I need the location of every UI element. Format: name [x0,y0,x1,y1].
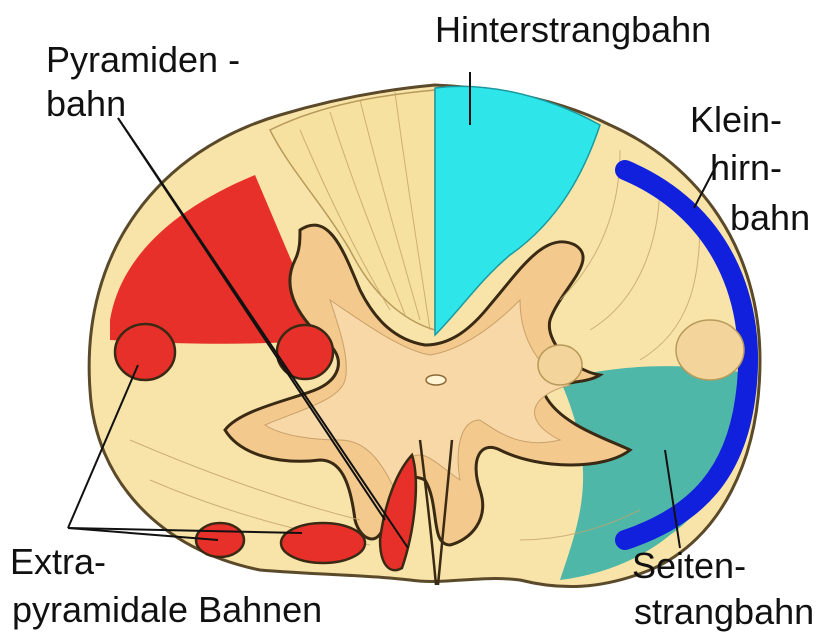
central-canal [426,375,446,385]
label-extrapyramidal-line1: Extra- [10,544,106,580]
label-cerebellar-tract-line1: Klein- [690,102,782,138]
label-posterior-column: Hinterstrangbahn [435,12,711,48]
label-pyramidal-tract-line2: bahn [46,86,126,122]
extrapyramidal-tract-anterior-2 [281,523,365,563]
label-cerebellar-tract-line2: hirn- [710,150,782,186]
label-lateral-tract-line1: Seiten- [632,548,746,584]
lateral-nucleus-right [676,320,744,380]
label-cerebellar-tract-line3: bahn [730,200,810,236]
extrapyramidal-tract-left [115,324,175,380]
label-pyramidal-tract-line1: Pyramiden - [46,42,240,78]
label-lateral-tract-line2: strangbahn [634,594,814,630]
extrapyramidal-tract-anterior-1 [196,523,244,557]
label-extrapyramidal-line2: pyramidale Bahnen [12,592,322,628]
lateral-nucleus-inner [538,345,582,385]
